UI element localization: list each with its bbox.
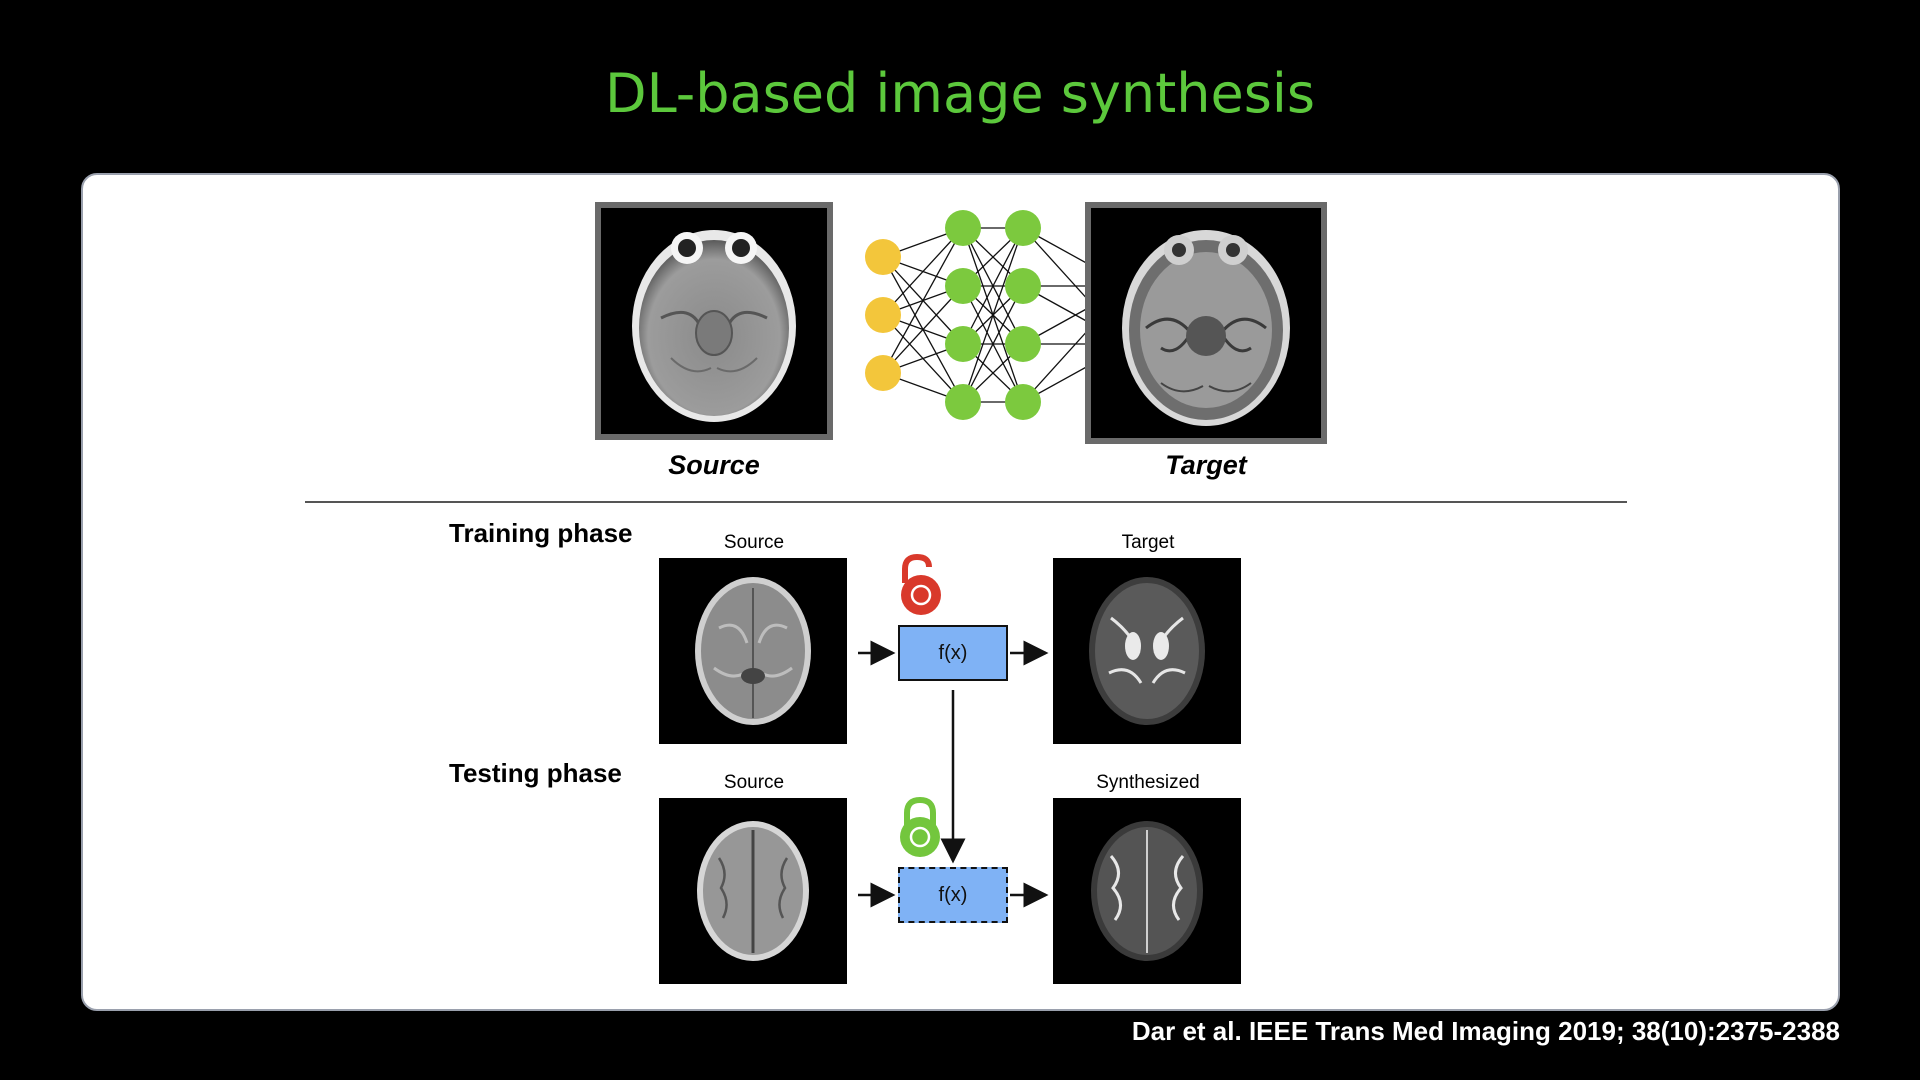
section-divider	[305, 501, 1627, 503]
training-source-label: Source	[723, 532, 785, 553]
network-edge	[882, 227, 964, 316]
locked-padlock-icon	[895, 795, 945, 859]
network-node	[865, 355, 901, 391]
citation-text: Dar et al. IEEE Trans Med Imaging 2019; …	[1131, 1016, 1840, 1046]
top-target-label: Target	[1165, 450, 1247, 480]
network-edge	[882, 285, 964, 374]
network-node	[945, 268, 981, 304]
network-node	[1005, 268, 1041, 304]
testing-source-label: Source	[723, 772, 785, 793]
network-node	[1005, 210, 1041, 246]
network-node	[945, 326, 981, 362]
slide-title: DL-based image synthesis	[605, 62, 1315, 125]
training-function-box: f(x)	[898, 625, 1008, 681]
training-target-mri	[1053, 558, 1241, 744]
testing-synthesized-label: Synthesized	[1096, 772, 1200, 793]
network-node	[1005, 326, 1041, 362]
training-phase-label: Training phase	[449, 518, 633, 548]
network-node	[1005, 384, 1041, 420]
unlocked-padlock-icon	[895, 553, 945, 617]
network-edge	[962, 285, 1024, 403]
top-source-label: Source	[668, 450, 760, 480]
network-node	[945, 210, 981, 246]
source-mri-image	[595, 202, 833, 440]
testing-source-mri	[659, 798, 847, 984]
content-panel: Source Target Training phase Source	[81, 173, 1840, 1011]
testing-synthesized-mri	[1053, 798, 1241, 984]
network-edge	[882, 227, 964, 374]
training-target-label: Target	[1121, 532, 1175, 553]
training-source-mri	[659, 558, 847, 744]
target-mri-image	[1085, 202, 1327, 444]
network-edge	[962, 227, 1024, 345]
network-node	[865, 297, 901, 333]
network-node	[865, 239, 901, 275]
testing-function-box: f(x)	[898, 867, 1008, 923]
flow-arrows	[858, 640, 1049, 908]
network-node	[945, 384, 981, 420]
network-edge	[962, 227, 1024, 403]
testing-phase-label: Testing phase	[449, 758, 622, 788]
